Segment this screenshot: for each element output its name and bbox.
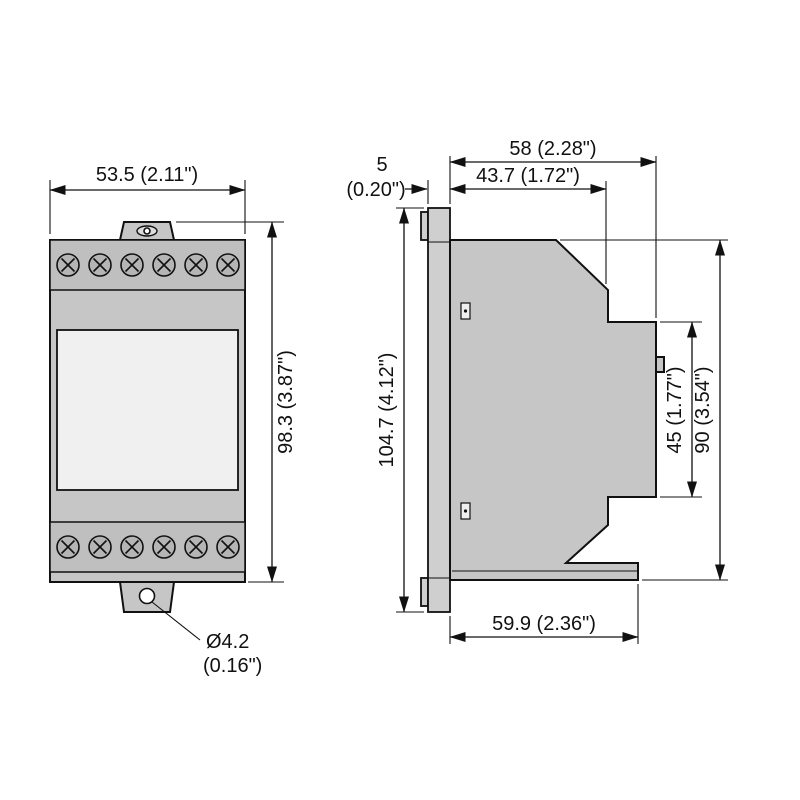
terminal-screw bbox=[120, 535, 144, 559]
side-height-front-label: 45 (1.77") bbox=[664, 366, 686, 453]
top-tab-slot-hole bbox=[143, 227, 151, 235]
front-bottom-terminal-strip bbox=[49, 521, 246, 573]
terminal-screw bbox=[88, 253, 112, 277]
side-depth-total-label: 58 (2.28") bbox=[509, 138, 596, 160]
side-height-body-label: 90 (3.54") bbox=[692, 366, 714, 453]
terminal-screw bbox=[56, 253, 80, 277]
vent-slot-dot bbox=[463, 309, 468, 313]
terminal-screw bbox=[120, 253, 144, 277]
side-dimensions: 5 (0.20") 58 (2.28") 43.7 (1.72") 104.7 … bbox=[346, 138, 728, 644]
front-top-terminal-strip bbox=[49, 239, 246, 291]
side-rear-plate bbox=[427, 207, 451, 613]
terminal-screw bbox=[184, 253, 208, 277]
terminal-screw bbox=[152, 253, 176, 277]
terminal-screw bbox=[152, 535, 176, 559]
front-height-label: 98.3 (3.87") bbox=[275, 350, 297, 454]
side-bottom-tab bbox=[420, 577, 429, 607]
side-body bbox=[449, 239, 657, 581]
side-rear-offset-inches-label: (0.20") bbox=[346, 179, 405, 201]
hole-diameter-label: Ø4.2 bbox=[206, 631, 249, 653]
side-depth-upper-label: 43.7 (1.72") bbox=[476, 165, 580, 187]
front-view: 53.5 (2.11") 98.3 (3.87") Ø4.2 (0.16") bbox=[49, 164, 297, 677]
terminal-screw bbox=[88, 535, 112, 559]
terminal-screw bbox=[216, 253, 240, 277]
side-view: 5 (0.20") 58 (2.28") 43.7 (1.72") 104.7 … bbox=[346, 138, 728, 644]
vent-slot-dot bbox=[463, 509, 468, 513]
mounting-hole bbox=[138, 587, 156, 605]
terminal-screw bbox=[216, 535, 240, 559]
hole-diameter-inches-label: (0.16") bbox=[203, 655, 262, 677]
front-module bbox=[49, 221, 246, 613]
side-height-total-label: 104.7 (4.12") bbox=[376, 353, 398, 468]
terminal-screw bbox=[56, 535, 80, 559]
front-panel bbox=[56, 329, 239, 491]
hole-callout-leader bbox=[151, 601, 201, 641]
side-depth-bottom-label: 59.9 (2.36") bbox=[492, 613, 596, 635]
front-width-label: 53.5 (2.11") bbox=[96, 164, 198, 186]
side-front-latch bbox=[655, 356, 665, 373]
side-module bbox=[420, 207, 665, 613]
front-dimensions: 53.5 (2.11") 98.3 (3.87") Ø4.2 (0.16") bbox=[49, 164, 297, 677]
side-rear-offset-label: 5 bbox=[376, 154, 387, 176]
side-top-tab bbox=[420, 211, 429, 241]
terminal-screw bbox=[184, 535, 208, 559]
